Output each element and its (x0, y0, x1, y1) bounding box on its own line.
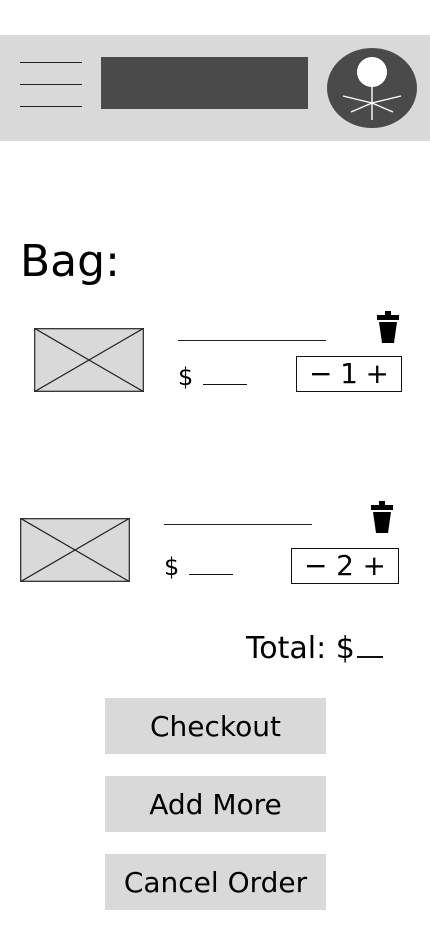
total-label: Total: $ (246, 631, 355, 666)
price-value-blank (189, 556, 234, 575)
hamburger-menu-icon[interactable] (20, 62, 82, 108)
image-placeholder-icon (34, 328, 144, 392)
price-symbol: $ (178, 363, 194, 391)
item-price: $ (164, 553, 234, 581)
item-name-placeholder (164, 524, 312, 526)
trash-icon[interactable] (376, 310, 400, 344)
checkout-button[interactable]: Checkout (105, 698, 326, 754)
price-value-blank (203, 366, 248, 385)
quantity-stepper: − 1 + (296, 356, 402, 392)
price-symbol: $ (164, 553, 180, 581)
cancel-order-button[interactable]: Cancel Order (105, 854, 326, 910)
item-name-placeholder (178, 340, 326, 342)
decrement-button[interactable]: − (304, 549, 328, 582)
quantity-value: 1 (340, 357, 358, 390)
profile-avatar-icon[interactable] (327, 48, 417, 128)
order-total: Total: $ (246, 630, 383, 668)
increment-button[interactable]: + (365, 357, 389, 390)
page-title: Bag: (20, 236, 120, 287)
increment-button[interactable]: + (362, 549, 386, 582)
quantity-stepper: − 2 + (291, 548, 399, 584)
total-value-blank (356, 636, 383, 658)
header-title-block[interactable] (101, 57, 308, 109)
item-price: $ (178, 363, 248, 391)
trash-icon[interactable] (370, 500, 394, 534)
decrement-button[interactable]: − (309, 357, 333, 390)
quantity-value: 2 (336, 549, 354, 582)
add-more-button[interactable]: Add More (105, 776, 326, 832)
image-placeholder-icon (20, 518, 130, 582)
